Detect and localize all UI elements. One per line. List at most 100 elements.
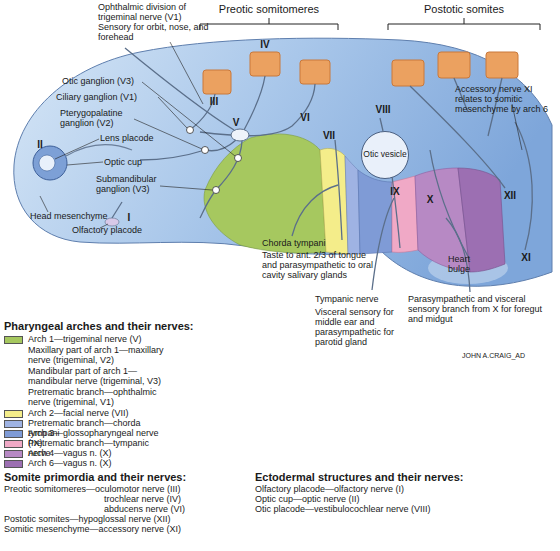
artist-signature: JOHN A.CRAIG_AD <box>462 352 552 360</box>
somite <box>392 60 424 86</box>
nerve <box>335 140 342 240</box>
list-item: Postotic somites—hypoglossal nerve (XII) <box>4 514 254 524</box>
ganglion <box>213 187 220 194</box>
legend-row: Mandibular part of arch 1—mandibular ner… <box>0 366 190 378</box>
lens-placode <box>39 155 55 171</box>
legend-text: Arch 6—vagus n. (X) <box>28 458 168 468</box>
legend-text: Mandibular part of arch 1—mandibular ner… <box>28 366 168 387</box>
list-item: Optic cup—optic nerve (II) <box>255 494 555 504</box>
legend-row: Arch 6—vagus n. (X) <box>0 458 190 470</box>
nerve-number: XII <box>498 190 522 201</box>
legend-text: Maxillary part of arch 1—maxillary nerve… <box>28 345 168 366</box>
somite <box>486 52 518 78</box>
node-label: Otic vesicle <box>363 150 406 159</box>
legend-swatch <box>4 450 23 458</box>
leader-line <box>158 97 187 128</box>
arch-1-region <box>204 134 326 253</box>
part-label: Optic cup <box>104 157 164 167</box>
list-item: Somitic mesenchyme—accessory nerve (XI) <box>4 524 254 534</box>
nerve <box>200 84 315 136</box>
legend-row: Pretrematic branch—ophthalmic nerve (tri… <box>0 387 190 399</box>
legend-text: Arch 1—trigeminal nerve (V) <box>28 334 168 344</box>
note-text: Accessory nerve XI relates to somitic me… <box>455 84 555 114</box>
somitomere <box>203 70 231 94</box>
leader-line <box>40 196 48 212</box>
part-label: Ciliary ganglion (V1) <box>56 92 166 102</box>
bracket <box>388 18 540 30</box>
optic-cup <box>33 146 67 180</box>
nerve-number: IX <box>386 186 404 197</box>
legend-text: Arch 4—vagus n. (X) <box>28 448 168 458</box>
bracket <box>200 18 338 30</box>
legend-swatch <box>4 420 23 428</box>
leader-line <box>142 82 235 156</box>
ganglion <box>202 147 209 154</box>
list-item: Olfactory placode—olfactory nerve (I) <box>255 484 555 494</box>
nerve <box>112 202 122 218</box>
part-label: Otic ganglion (V3) <box>62 76 162 86</box>
nerve-number: VII <box>318 130 340 141</box>
nerve-number: X <box>422 194 438 205</box>
list-item: Otic placode—vestibulocochlear nerve (VI… <box>255 504 555 514</box>
nerve-label: Chorda tympani <box>262 238 342 248</box>
legend-swatch <box>4 430 23 438</box>
somite <box>438 52 470 78</box>
group-label: Preotic somitomeres <box>209 3 329 15</box>
nerve <box>372 198 394 290</box>
ganglion <box>187 127 194 134</box>
legend-text: Pretrematic branch—ophthalmic nerve (tri… <box>28 387 168 408</box>
optic-stalk <box>66 145 132 156</box>
note-text: Visceral sensory for middle ear and para… <box>315 307 405 347</box>
nerve <box>244 76 265 130</box>
nerve-number: XI <box>516 252 536 263</box>
legend-swatch <box>4 440 23 448</box>
trigeminal-ganglion <box>231 129 249 141</box>
nerve-number: VI <box>296 112 314 123</box>
part-label: Head mesenchyme <box>30 211 120 221</box>
nerve-number: III <box>204 96 224 107</box>
part-label: Heart bulge <box>448 254 488 274</box>
nerve <box>200 141 242 218</box>
leader-line <box>67 162 103 165</box>
group-label: Postotic somites <box>404 3 524 15</box>
nerve-label: Tympanic nerve <box>315 294 395 304</box>
part-label: Submandibular ganglion (V3) <box>96 174 171 194</box>
legend-swatch <box>4 410 23 418</box>
leader-lines <box>40 42 522 228</box>
embryo-body <box>14 38 552 286</box>
otic-vesicle: Otic vesicle <box>361 131 409 179</box>
legend-heading: Pharyngeal arches and their nerves: <box>4 320 264 332</box>
legend-text: Arch 2—facial nerve (VII) <box>28 408 168 418</box>
list-heading: Somite primordia and their nerves: <box>4 471 254 483</box>
arch-3-region <box>358 170 392 254</box>
leader-line <box>160 186 212 190</box>
legend-row: Arch 1—trigeminal nerve (V) <box>0 334 190 346</box>
nerve <box>515 122 532 250</box>
list-heading: Ectodermal structures and their nerves: <box>255 471 555 483</box>
legend-swatch <box>4 460 23 468</box>
note-text: Sensory for orbit, nose, and forehead <box>98 22 216 42</box>
part-label: Pterygopalatine ganglion (V2) <box>60 108 135 128</box>
nerve-number: IV <box>255 39 275 50</box>
list-item: Preotic somitomeres—oculomotor nerve (II… <box>4 484 254 494</box>
somitomere <box>250 52 280 76</box>
nerve-number: II <box>33 139 47 150</box>
nerve <box>430 150 470 260</box>
nerve-label: Ophthalmic division of trigeminal nerve … <box>98 2 216 22</box>
legend-row: Maxillary part of arch 1—maxillary nerve… <box>0 345 190 357</box>
legend-swatch <box>4 336 23 344</box>
ganglion <box>235 155 242 162</box>
nerve <box>380 118 383 131</box>
leader-line <box>170 42 203 104</box>
list-item: abducens nerve (VI) <box>104 504 254 514</box>
leader-line <box>55 139 99 159</box>
note-text: Taste to ant. 2/3 of tongue and parasymp… <box>262 250 377 280</box>
note-text: Parasympathetic and visceral sensory bra… <box>408 294 556 324</box>
nerve-number: I <box>124 212 134 223</box>
nerve-number: VIII <box>370 104 396 115</box>
part-label: Lens placode <box>100 133 170 143</box>
list-item: trochlear nerve (IV) <box>104 494 254 504</box>
somitomere <box>300 60 330 84</box>
